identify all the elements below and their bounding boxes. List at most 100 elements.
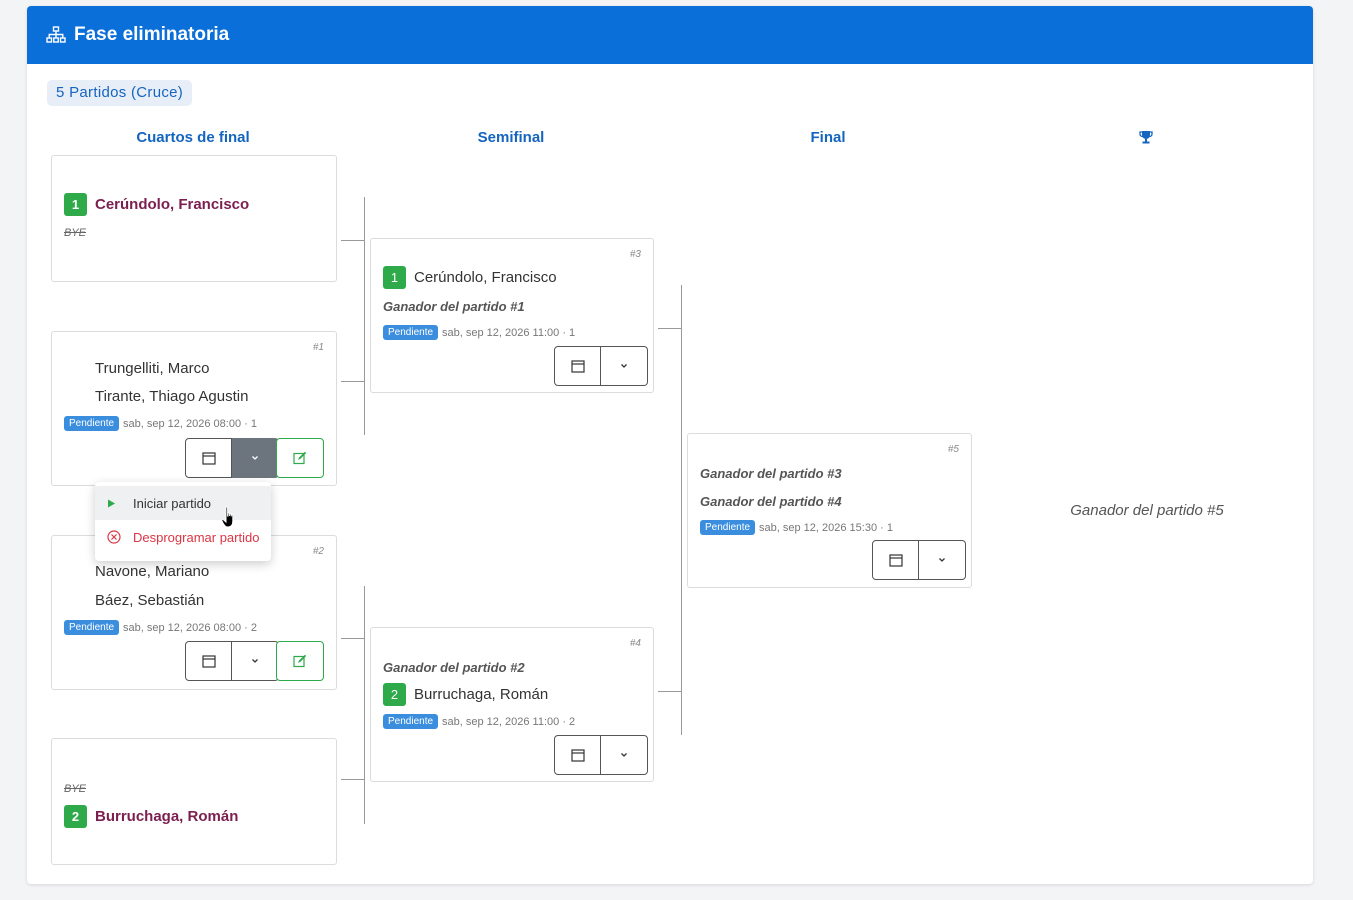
player-name: Navone, Mariano bbox=[95, 563, 210, 580]
connector bbox=[341, 779, 365, 780]
calendar-icon bbox=[888, 554, 903, 567]
match-count-badge: 5 Partidos (Cruce) bbox=[47, 80, 193, 106]
status-badge: Pendiente bbox=[700, 520, 756, 535]
dropdown-toggle-button[interactable] bbox=[232, 641, 279, 681]
match-card-4: #4 Ganador del partido #2 2 Burruchaga, … bbox=[370, 627, 654, 782]
dropdown-toggle-button[interactable] bbox=[232, 438, 279, 478]
calendar-icon bbox=[570, 360, 585, 373]
seed-badge: 1 bbox=[64, 193, 87, 216]
status-line: Pendiente sab, sep 12, 2026 15:30 · 1 bbox=[700, 520, 893, 535]
bye-label: BYE bbox=[64, 227, 87, 239]
chevron-down-icon bbox=[252, 659, 258, 663]
pending-winner-label: Ganador del partido #4 bbox=[700, 494, 842, 509]
player-row: Báez, Sebastián bbox=[64, 592, 204, 609]
connector bbox=[364, 586, 365, 824]
match-number: #5 bbox=[947, 444, 959, 455]
schedule-button[interactable] bbox=[185, 641, 232, 681]
dropdown-toggle-button[interactable] bbox=[601, 735, 648, 775]
player-row: Tirante, Thiago Agustin bbox=[64, 388, 248, 405]
edit-result-button[interactable] bbox=[276, 641, 324, 681]
match-card-bye-top: 1 Cerúndolo, Francisco BYE bbox=[51, 155, 337, 282]
player-row: 2 Burruchaga, Román bbox=[64, 805, 238, 828]
round-title-quarters: Cuartos de final bbox=[136, 129, 250, 146]
player-name: Burruchaga, Román bbox=[95, 808, 239, 825]
seed-badge: 2 bbox=[64, 805, 87, 828]
status-badge: Pendiente bbox=[64, 416, 120, 431]
chevron-down-icon bbox=[621, 364, 627, 368]
edit-icon bbox=[293, 451, 307, 465]
knockout-card: Fase eliminatoria 5 Partidos (Cruce) Cua… bbox=[27, 6, 1313, 884]
menu-item-label: Iniciar partido bbox=[133, 495, 212, 511]
player-row: 1 Cerúndolo, Francisco bbox=[64, 193, 249, 216]
unschedule-match-menu-item[interactable]: Desprogramar partido bbox=[95, 520, 271, 554]
match-card-5: #5 Ganador del partido #3 Ganador del pa… bbox=[687, 433, 972, 588]
connector bbox=[341, 381, 365, 382]
status-badge: Pendiente bbox=[64, 620, 120, 635]
match-card-1: #1 Trungelliti, Marco Tirante, Thiago Ag… bbox=[51, 331, 337, 486]
schedule-button-group bbox=[554, 346, 648, 386]
player-row: Trungelliti, Marco bbox=[64, 360, 209, 377]
seed-badge: 1 bbox=[383, 266, 406, 289]
connector bbox=[341, 638, 365, 639]
player-name: Tirante, Thiago Agustin bbox=[95, 388, 249, 405]
calendar-icon bbox=[570, 749, 585, 762]
schedule-button-group bbox=[554, 735, 648, 775]
pointer-cursor-icon bbox=[221, 506, 234, 528]
pending-winner-label: Ganador del partido #2 bbox=[383, 660, 525, 675]
match-card-bye-bottom: BYE 2 Burruchaga, Román bbox=[51, 738, 337, 865]
match-card-2: #2 Navone, Mariano Báez, Sebastián Pendi… bbox=[51, 535, 337, 690]
pending-winner-label: Ganador del partido #1 bbox=[383, 299, 525, 314]
match-number: #4 bbox=[629, 638, 641, 649]
chevron-down-icon bbox=[252, 456, 258, 460]
match-number: #3 bbox=[629, 249, 641, 260]
status-badge: Pendiente bbox=[383, 714, 439, 729]
schedule-text: sab, sep 12, 2026 11:00 · 1 bbox=[442, 326, 576, 339]
round-title-semis: Semifinal bbox=[477, 129, 545, 146]
match-number: #1 bbox=[312, 342, 324, 353]
menu-item-label: Desprogramar partido bbox=[133, 529, 260, 545]
connector bbox=[681, 285, 682, 735]
schedule-text: sab, sep 12, 2026 15:30 · 1 bbox=[759, 521, 893, 534]
status-badge: Pendiente bbox=[383, 325, 439, 340]
calendar-icon bbox=[201, 655, 216, 668]
dropdown-toggle-button[interactable] bbox=[919, 540, 966, 580]
schedule-button[interactable] bbox=[872, 540, 919, 580]
player-row: 1 Cerúndolo, Francisco bbox=[383, 266, 557, 289]
close-circle-icon bbox=[107, 530, 121, 544]
card-header: Fase eliminatoria bbox=[27, 6, 1313, 64]
page-title: Fase eliminatoria bbox=[74, 24, 230, 45]
connector bbox=[658, 328, 682, 329]
chevron-down-icon bbox=[621, 753, 627, 757]
player-name: Báez, Sebastián bbox=[95, 592, 205, 609]
edit-result-button[interactable] bbox=[276, 438, 324, 478]
connector bbox=[341, 240, 365, 241]
schedule-button[interactable] bbox=[554, 346, 601, 386]
player-name: Burruchaga, Román bbox=[414, 686, 549, 703]
trophy-icon bbox=[1139, 131, 1153, 144]
match-number: #2 bbox=[312, 546, 324, 557]
sitemap-icon bbox=[46, 26, 66, 43]
edit-icon bbox=[293, 654, 307, 668]
play-icon bbox=[108, 499, 115, 507]
match-actions-menu: Iniciar partido Desprogramar partido bbox=[95, 482, 271, 561]
bye-label: BYE bbox=[64, 783, 87, 795]
player-name: Cerúndolo, Francisco bbox=[414, 269, 557, 286]
schedule-button[interactable] bbox=[185, 438, 232, 478]
dropdown-toggle-button[interactable] bbox=[601, 346, 648, 386]
schedule-text: sab, sep 12, 2026 11:00 · 2 bbox=[442, 715, 576, 728]
chevron-down-icon bbox=[939, 558, 945, 562]
player-name: Cerúndolo, Francisco bbox=[95, 196, 250, 213]
connector bbox=[658, 691, 682, 692]
player-name: Trungelliti, Marco bbox=[95, 360, 210, 377]
status-line: Pendiente sab, sep 12, 2026 08:00 · 2 bbox=[64, 620, 257, 635]
match-card-3: #3 1 Cerúndolo, Francisco Ganador del pa… bbox=[370, 238, 654, 393]
round-title-final: Final bbox=[810, 129, 846, 146]
schedule-text: sab, sep 12, 2026 08:00 · 2 bbox=[123, 621, 257, 634]
status-line: Pendiente sab, sep 12, 2026 08:00 · 1 bbox=[64, 416, 257, 431]
schedule-button[interactable] bbox=[554, 735, 601, 775]
schedule-text: sab, sep 12, 2026 08:00 · 1 bbox=[123, 417, 257, 430]
schedule-button-group bbox=[872, 540, 966, 580]
connector bbox=[364, 197, 365, 435]
start-match-menu-item[interactable]: Iniciar partido bbox=[95, 486, 271, 520]
schedule-button-group bbox=[185, 641, 279, 681]
